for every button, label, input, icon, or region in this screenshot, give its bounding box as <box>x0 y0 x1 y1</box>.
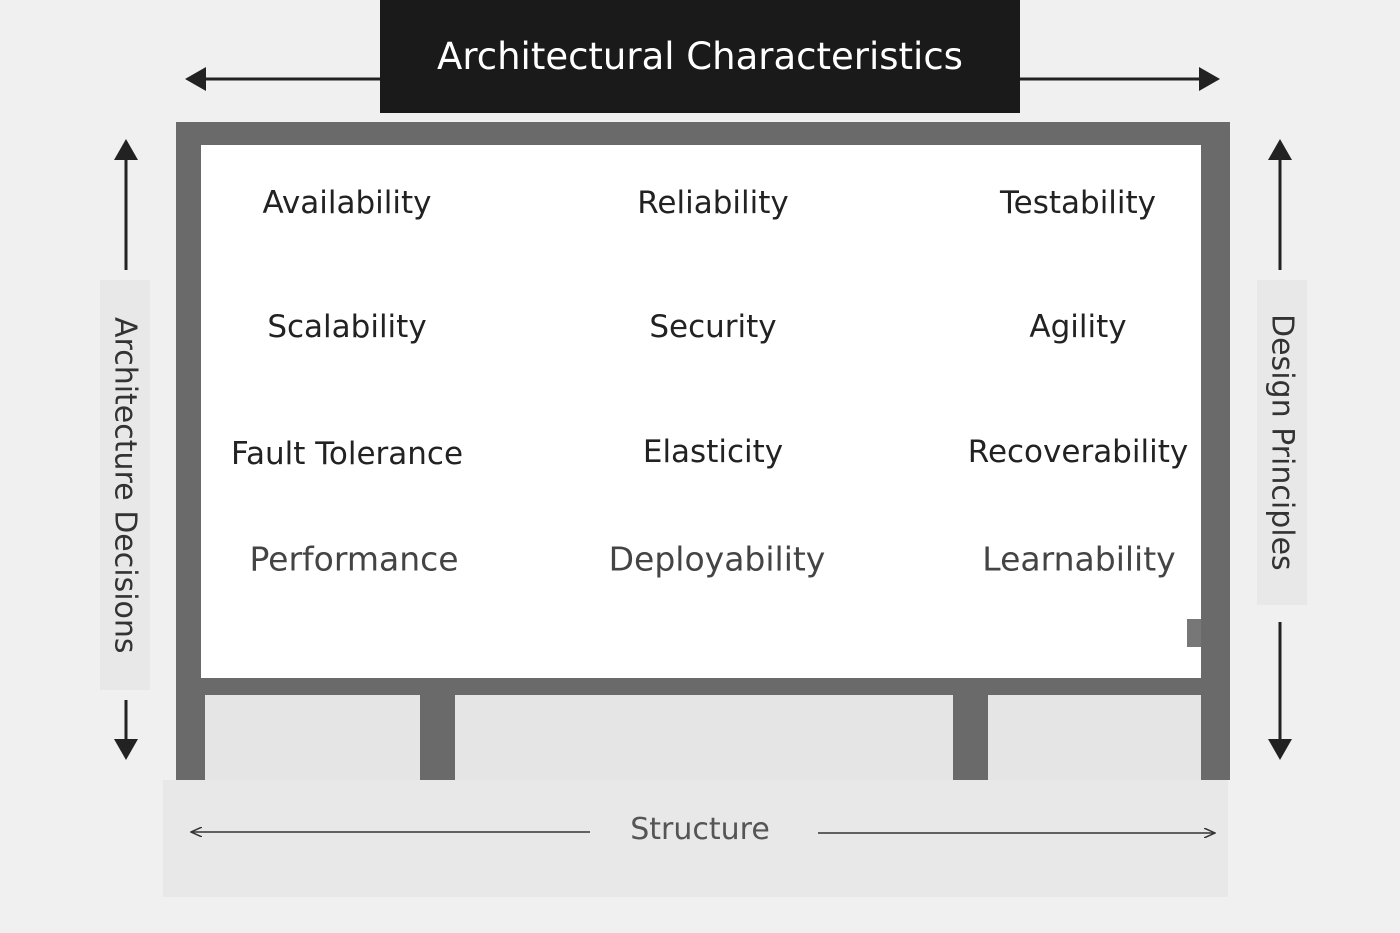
characteristic: Fault Tolerance <box>230 436 464 472</box>
characteristic: Learnability <box>982 539 1176 579</box>
leg-gap <box>455 695 953 780</box>
characteristic: Scalability <box>267 309 427 345</box>
leg-gap <box>205 695 420 780</box>
left-label-box: Architecture Decisions <box>100 280 150 690</box>
title-box: Architectural Characteristics <box>380 0 1020 113</box>
design-principles-label: Design Principles <box>1264 314 1300 571</box>
characteristic: Deployability <box>608 539 826 579</box>
characteristic: Security <box>649 309 777 345</box>
characteristic: Reliability <box>637 185 789 221</box>
characteristic: Testability <box>999 185 1157 221</box>
leg-gap <box>988 695 1201 780</box>
characteristics-panel <box>201 145 1201 678</box>
characteristic: Agility <box>1029 309 1127 345</box>
structure-base <box>163 780 1228 897</box>
architecture-decisions-label: Architecture Decisions <box>107 316 143 654</box>
characteristic: Recoverability <box>967 434 1189 470</box>
panel-tab <box>1187 619 1201 647</box>
structure-label: Structure <box>630 812 770 847</box>
characteristic: Availability <box>262 185 432 221</box>
right-label-box: Design Principles <box>1257 280 1307 605</box>
diagram-title: Architectural Characteristics <box>437 35 963 78</box>
characteristic: Elasticity <box>642 434 784 470</box>
characteristic: Performance <box>249 539 459 579</box>
